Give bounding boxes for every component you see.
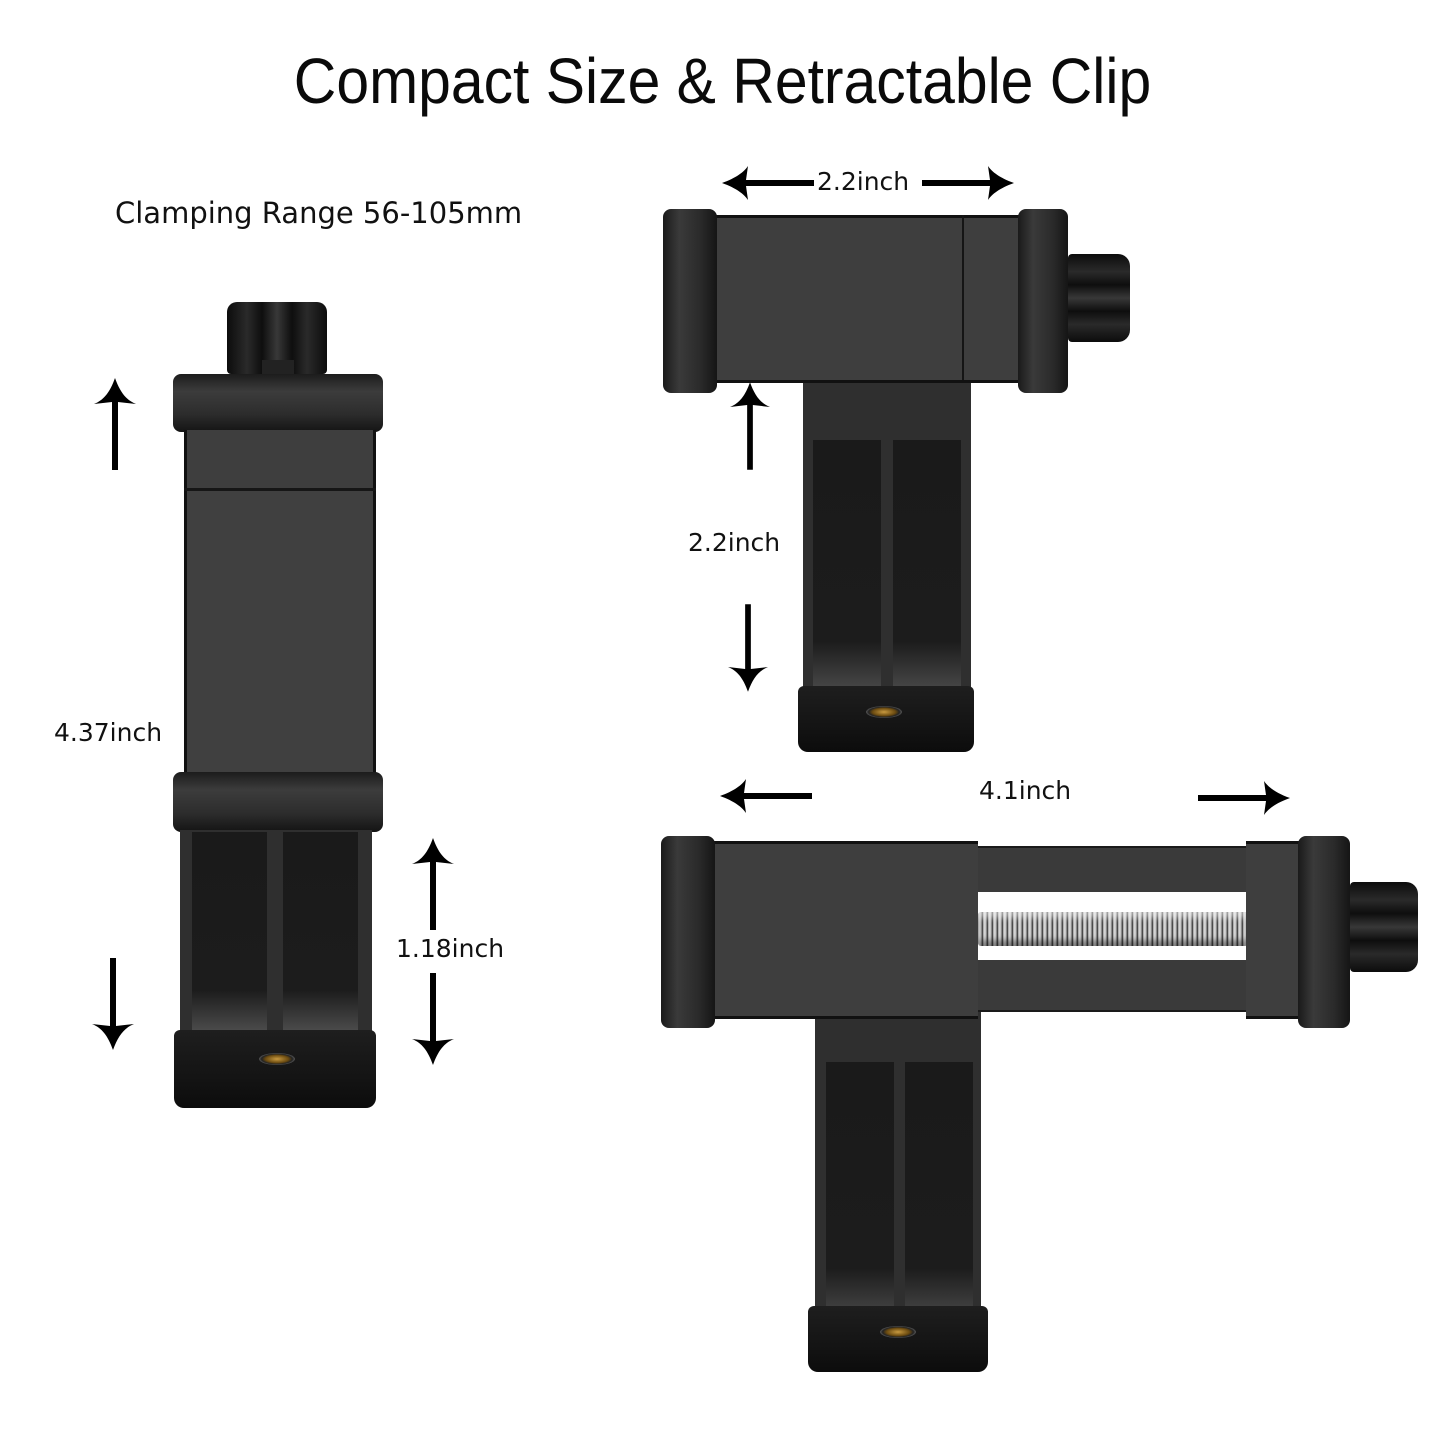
upper-slider-panel xyxy=(184,430,376,488)
tripod-mount-hole xyxy=(880,1326,916,1338)
tripod-mount-hole xyxy=(259,1053,295,1065)
knob-icon xyxy=(1350,882,1418,972)
arrow-left-icon xyxy=(720,779,812,813)
left-jaw xyxy=(663,209,717,393)
left-jaw xyxy=(661,836,715,1028)
tripod-mount-hole xyxy=(866,706,902,718)
height-label-4-37: 4.37inch xyxy=(54,718,163,747)
extension-label-1-18: 1.18inch xyxy=(396,934,505,963)
arrow-right-icon xyxy=(922,166,1014,200)
height-label-2-2: 2.2inch xyxy=(688,528,781,557)
upper-rail xyxy=(975,846,1250,892)
arrow-up-icon xyxy=(730,382,770,470)
page-title: Compact Size & Retractable Clip xyxy=(293,45,1152,117)
arrow-down-icon xyxy=(92,958,134,1050)
slider-panel xyxy=(714,215,1020,383)
vertical-holder-illustration xyxy=(0,0,383,1108)
arrow-up-icon xyxy=(94,378,136,470)
horizontal-holder-extended-illustration xyxy=(0,0,1418,1372)
knob-icon xyxy=(1068,254,1130,342)
horizontal-holder-closed-illustration xyxy=(0,0,1130,752)
lower-rail xyxy=(975,960,1250,1012)
clamping-range-label: Clamping Range 56-105mm xyxy=(115,196,523,230)
arrow-left-icon xyxy=(722,166,814,200)
right-block xyxy=(1246,841,1302,1019)
main-body-panel xyxy=(184,491,376,776)
width-label-2-2: 2.2inch xyxy=(817,167,910,196)
arrow-right-icon xyxy=(1198,781,1290,815)
top-jaw xyxy=(173,374,383,432)
base xyxy=(798,686,974,752)
base xyxy=(808,1306,988,1372)
arrow-up-icon xyxy=(412,838,454,930)
threaded-screw xyxy=(978,912,1248,946)
arrow-down-icon xyxy=(412,973,454,1065)
width-label-4-1: 4.1inch xyxy=(979,776,1072,805)
right-jaw xyxy=(1018,209,1068,393)
slider-panel xyxy=(712,841,978,1019)
right-jaw xyxy=(1298,836,1350,1028)
bottom-jaw xyxy=(173,772,383,832)
base xyxy=(174,1030,376,1108)
arrow-down-icon xyxy=(728,604,768,692)
